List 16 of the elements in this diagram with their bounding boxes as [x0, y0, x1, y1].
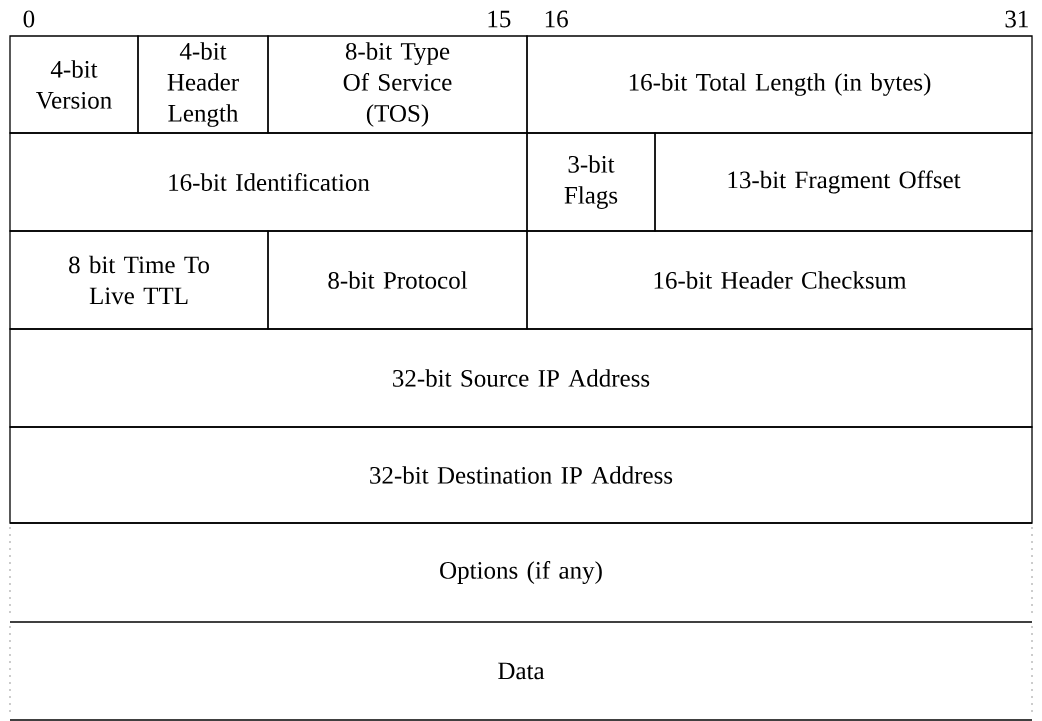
field-box: 13-bit Fragment Offset [654, 132, 1033, 232]
field-box: 32-bit Destination IP Address [9, 426, 1033, 524]
field-box: 16-bit Identification [9, 132, 528, 232]
field-box: 8-bit Type Of Service (TOS) [267, 35, 528, 134]
field-box: 3-bit Flags [526, 132, 656, 232]
field-box: 16-bit Total Length (in bytes) [526, 35, 1033, 134]
bit-number: 15 [488, 10, 511, 28]
field-box: 32-bit Source IP Address [9, 328, 1033, 428]
field-box: Data [9, 621, 1033, 721]
bit-number: 16 [545, 10, 568, 28]
field-box: Options (if any) [9, 522, 1033, 619]
field-box: 8 bit Time To Live TTL [9, 230, 269, 330]
field-box: 4-bit Version [9, 35, 139, 134]
field-box: 4-bit Header Length [137, 35, 269, 134]
field-box: 16-bit Header Checksum [526, 230, 1033, 330]
field-box: 8-bit Protocol [267, 230, 528, 330]
